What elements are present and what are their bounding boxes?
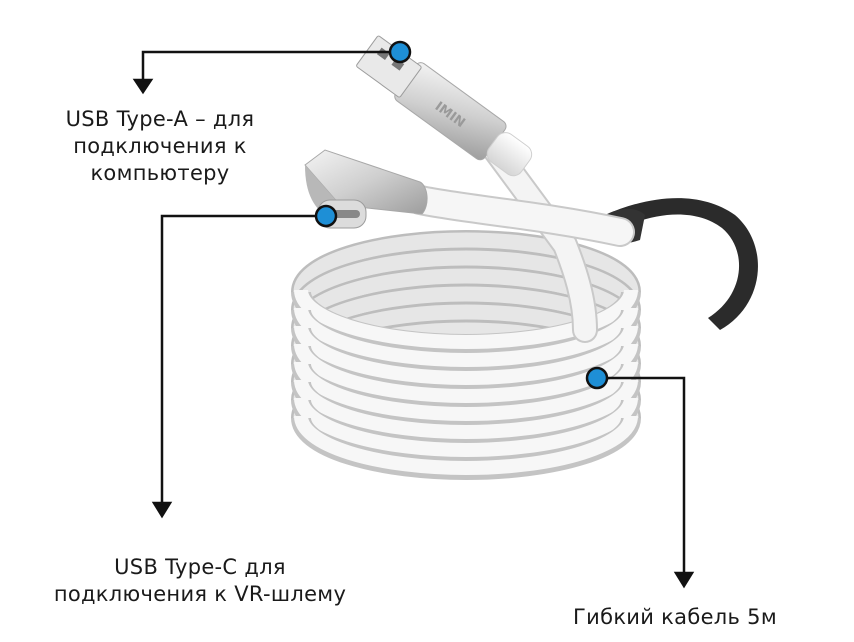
- callout-usb-a: USB Type-A – для подключения к компьютер…: [65, 107, 255, 185]
- cable-loop-front-highlight: [294, 379, 638, 439]
- cable-loop-back-highlight: [293, 250, 639, 311]
- marker-cable: [585, 366, 609, 390]
- cable-loop-front-highlight: [294, 325, 638, 385]
- callout-cable: Гибкий кабель 5м: [573, 605, 777, 629]
- cable-loop-front-highlight: [294, 307, 638, 367]
- cable-lead: [405, 137, 635, 343]
- marker-usb-c: [314, 204, 338, 228]
- cable-loop-front-highlight: [294, 397, 638, 457]
- leader-line-usb-a: [132, 50, 400, 95]
- marker-usb-a: [388, 40, 412, 64]
- usb-a-connector: IMIN: [356, 35, 533, 177]
- cable-loop-front-highlight: [294, 415, 638, 475]
- cable-loop-front-highlight: [294, 361, 638, 421]
- cable-loop-back-highlight: [293, 232, 639, 293]
- cable-loop-front-highlight: [294, 343, 638, 403]
- cable-loop-back-highlight: [293, 268, 639, 329]
- cable-coil: [291, 230, 641, 480]
- callout-usb-c: USB Type-C для подключения к VR-шлему: [53, 555, 347, 606]
- leader-line-usb-c: [151, 214, 325, 519]
- leader-line-cable: [597, 376, 695, 589]
- cable-loop-front-highlight: [294, 289, 638, 349]
